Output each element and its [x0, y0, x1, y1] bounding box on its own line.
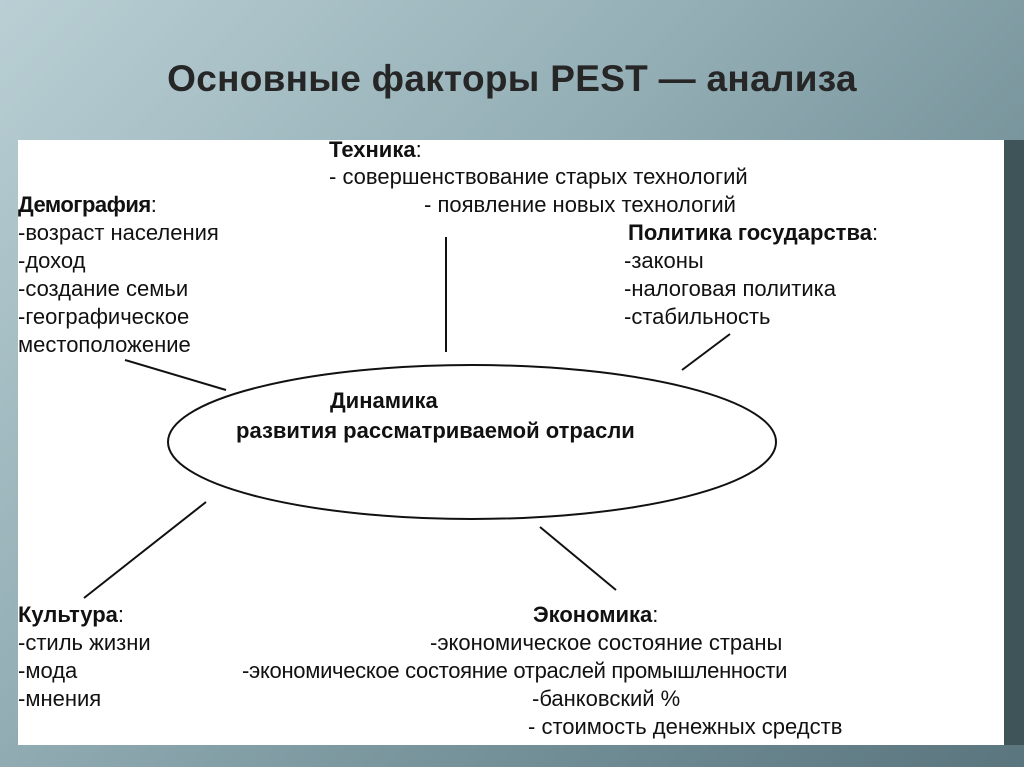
- center-ellipse: [167, 364, 777, 520]
- center-line-1: Динамика: [330, 388, 438, 413]
- politics-heading: Политика государства: [628, 220, 872, 245]
- demo-item-1: -возраст населения: [18, 220, 219, 245]
- economy-item-1: -экономическое состояние страны: [430, 630, 783, 655]
- culture-heading: Культура: [18, 602, 118, 627]
- culture-item-1: -стиль жизни: [18, 630, 151, 655]
- tech-heading: Техника: [329, 140, 416, 162]
- tech-item-2: - появление новых технологий: [424, 192, 736, 217]
- tech-heading-row: Техника:: [329, 140, 422, 164]
- demo-heading-row: Демография:: [18, 192, 157, 217]
- demo-item-3: -создание семьи: [18, 276, 189, 301]
- demo-item-4: -географическое: [18, 304, 190, 329]
- slide-title: Основные факторы PEST — анализа: [167, 58, 857, 99]
- demo-heading: Демография: [18, 192, 151, 217]
- connector-lines: [83, 237, 777, 599]
- line-demo: [124, 359, 227, 391]
- economy-heading: Экономика: [533, 602, 653, 627]
- line-politics: [681, 333, 731, 371]
- politics-item-2: -налоговая политика: [624, 276, 837, 301]
- culture-heading-row: Культура:: [18, 602, 125, 627]
- right-edge-strip: [1004, 140, 1024, 745]
- line-culture: [83, 501, 207, 599]
- tech-item-1: - совершенствование старых технологий: [329, 164, 748, 189]
- economy-item-2: -экономическое состояние отраслей промыш…: [242, 658, 788, 683]
- economy-item-3: -банковский %: [532, 686, 681, 711]
- line-economy: [539, 526, 617, 591]
- politics-heading-row: Политика государства:: [628, 220, 879, 245]
- demo-item-2: -доход: [18, 248, 86, 273]
- culture-item-3: -мнения: [18, 686, 102, 711]
- culture-item-2: -мода: [18, 658, 78, 683]
- demo-item-5: местоположение: [18, 332, 191, 357]
- politics-item-3: -стабильность: [624, 304, 771, 329]
- center-line-2: развития рассматриваемой отрасли: [236, 418, 635, 443]
- economy-item-4: - стоимость денежных средств: [528, 714, 843, 739]
- politics-item-1: -законы: [624, 248, 704, 273]
- diagram-panel: Техника: - совершенствование старых техн…: [18, 140, 1004, 745]
- economy-heading-row: Экономика:: [533, 602, 659, 627]
